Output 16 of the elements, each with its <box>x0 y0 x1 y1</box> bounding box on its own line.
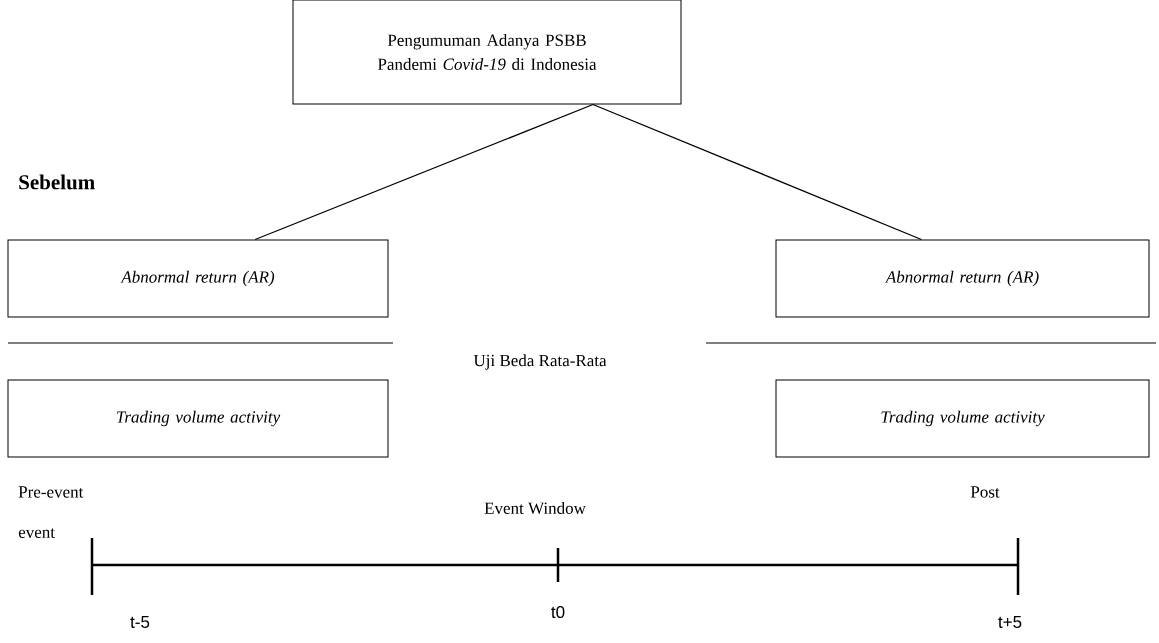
text-label: event <box>18 528 55 538</box>
heading-text: Sebelum <box>19 174 95 190</box>
connector-line <box>592 103 922 241</box>
text-box: Pengumuman Adanya PSBB Pandemi Covid-19 di Indonesia <box>292 0 682 105</box>
tick-label: t-5 <box>130 616 150 628</box>
text-label: Post <box>970 486 1000 498</box>
tick-label: t0 <box>551 606 565 619</box>
text-label: Uji Beda Rata-Rata <box>473 354 607 370</box>
text-box: Abnormal return (AR) <box>7 239 389 318</box>
text-label: Pre-event <box>18 486 84 498</box>
text-box: Abnormal return (AR) <box>775 239 1150 318</box>
tick-label: t+5 <box>998 616 1022 628</box>
text-box: Trading volume activity <box>7 379 389 458</box>
text-label: Event Window <box>484 502 586 515</box>
text-box: Trading volume activity <box>775 379 1150 458</box>
connector-line <box>254 103 594 241</box>
